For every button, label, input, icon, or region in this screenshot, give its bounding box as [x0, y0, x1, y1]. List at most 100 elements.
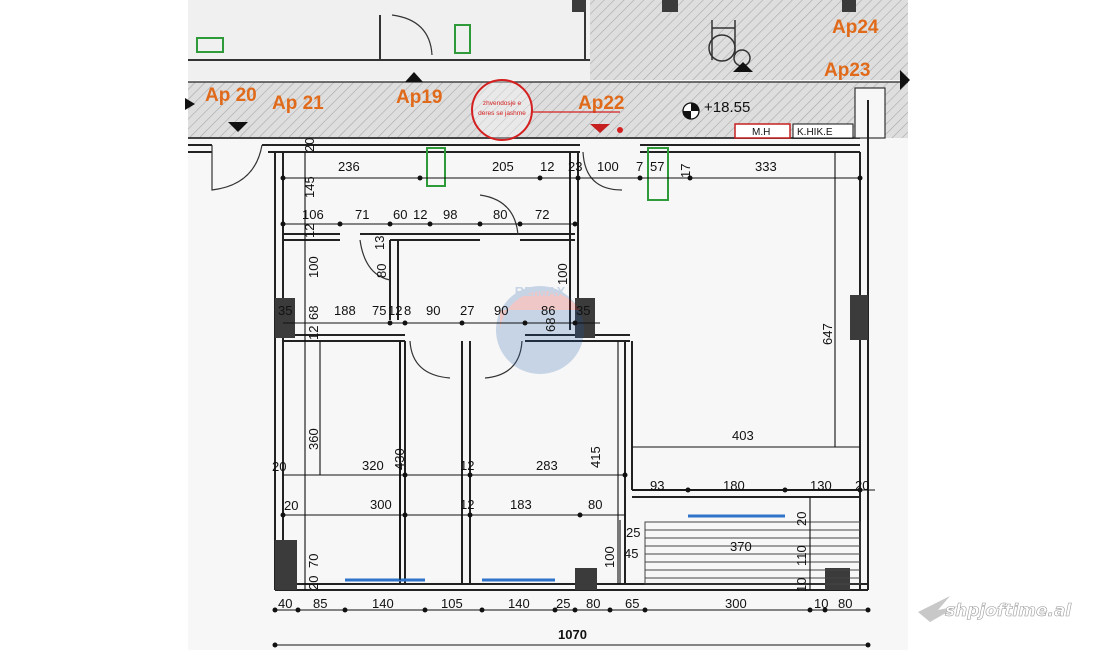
dim-bot-25: 25	[556, 596, 570, 611]
dim-st-10: 10	[794, 578, 809, 592]
dim-bot-10: 10	[814, 596, 828, 611]
dim-st-45: 45	[624, 546, 638, 561]
dim-top-12: 12	[540, 159, 554, 174]
dim-r2-72: 72	[535, 207, 549, 222]
elevation-label: +18.55	[704, 99, 750, 116]
remax-logo: RE/MAX	[496, 284, 584, 374]
dim-mid-403: 403	[732, 428, 754, 443]
bird-logo-icon	[918, 596, 958, 622]
dim-lv-20b: 20	[272, 459, 286, 474]
stamp-line2: deres se jashme	[478, 110, 526, 117]
dim-mid-12: 12	[460, 458, 474, 473]
dim-top-205: 205	[492, 159, 514, 174]
dim-r3-8: 8	[404, 303, 411, 318]
khike-tag-label: K.HIK.E	[797, 127, 833, 138]
shaft	[196, 37, 224, 53]
dim-r3-12: 12	[388, 303, 402, 318]
dim-r3-90: 90	[426, 303, 440, 318]
dimension-ticks	[272, 175, 871, 648]
dim-lv-20d: 20	[306, 576, 321, 590]
dim-r3-90b: 90	[494, 303, 508, 318]
dim-bot-105: 105	[441, 596, 463, 611]
apt-label-ap19: Ap19	[396, 87, 442, 108]
dim-r2-71: 71	[355, 207, 369, 222]
apt-label-ap23: Ap23	[824, 60, 870, 81]
mh-tag-label: M.H	[752, 127, 770, 138]
column	[842, 0, 856, 12]
dim-bot-80: 80	[586, 596, 600, 611]
apt-label-ap22: Ap22	[578, 93, 624, 114]
dim-r3-35: 35	[278, 303, 292, 318]
dim-r2-106: 106	[302, 207, 324, 222]
entry-arrow-icon	[733, 62, 753, 72]
dim-r3-188: 188	[334, 303, 356, 318]
door-swings	[211, 144, 623, 379]
dim-top-333: 333	[755, 159, 777, 174]
dim-st-110: 110	[794, 545, 809, 566]
upper-building	[188, 0, 908, 80]
apt-label-ap20: Ap 20	[205, 85, 257, 106]
dim-r3-27: 27	[460, 303, 474, 318]
dim-total-1070: 1070	[558, 627, 587, 642]
dim-top-100: 100	[597, 159, 619, 174]
windows	[345, 514, 785, 582]
relocation-stamp: zhvendosje e deres se jashme	[471, 79, 623, 141]
dim-bot-140b: 140	[508, 596, 530, 611]
apt-label-ap21: Ap 21	[272, 93, 324, 114]
dim-r3-35b: 35	[576, 303, 590, 318]
dim-r3-75: 75	[372, 303, 386, 318]
dim-cv-13: 13	[372, 236, 387, 250]
dim-st-25: 25	[626, 525, 640, 540]
door-opening	[854, 87, 886, 139]
dim-top-236: 236	[338, 159, 360, 174]
entry-arrow-icon	[228, 122, 248, 132]
dim-r2-98: 98	[443, 207, 457, 222]
dim-bot-300: 300	[725, 596, 747, 611]
dim-top-7: 7	[636, 159, 643, 174]
dim-lv-145: 145	[302, 176, 317, 198]
dim-cv-647: 647	[820, 323, 835, 345]
dim-bot-140: 140	[372, 596, 394, 611]
dim-lv-12b: 12	[306, 326, 321, 340]
dim-low-20: 20	[855, 478, 869, 493]
dim-bot-85: 85	[313, 596, 327, 611]
dim-bot-65: 65	[625, 596, 639, 611]
dim-lv-360: 360	[306, 428, 321, 450]
right-margin	[908, 0, 1100, 650]
shaft-icon	[647, 147, 669, 201]
khike-tag	[792, 123, 854, 139]
dim-lv-68: 68	[306, 306, 321, 320]
dim-lv-12: 12	[302, 224, 317, 238]
dim-bot-80b: 80	[838, 596, 852, 611]
dim-st-370: 370	[730, 539, 752, 554]
dim-low-93: 93	[650, 478, 664, 493]
dim-low-12: 12	[460, 497, 474, 512]
column	[662, 0, 678, 12]
watermark: shpjoftime.al	[918, 596, 1073, 622]
apt-label-ap24: Ap24	[832, 17, 879, 38]
entry-arrow-icon	[405, 72, 423, 82]
dim-lv-20c: 20	[284, 498, 298, 513]
dim-r3-86: 86	[541, 303, 555, 318]
dim-cv-80: 80	[374, 264, 389, 278]
dim-low-180: 180	[723, 478, 745, 493]
dim-low-183: 183	[510, 497, 532, 512]
dim-low-80: 80	[588, 497, 602, 512]
dim-cv-430: 430	[392, 448, 407, 470]
column	[572, 0, 586, 12]
dim-cv-100: 100	[555, 263, 570, 285]
dim-mid-320: 320	[362, 458, 384, 473]
mh-tag	[734, 123, 791, 139]
dim-st-20: 20	[794, 512, 809, 526]
elevation-marker: +18.55	[682, 99, 750, 120]
entry-arrow-icon	[185, 98, 195, 110]
watermark-text: shpjoftime.al	[945, 601, 1072, 621]
entry-arrow-icon	[900, 70, 910, 90]
door-swing	[391, 14, 433, 56]
dim-low-300: 300	[370, 497, 392, 512]
dim-top-17: 17	[678, 164, 693, 178]
dim-lv-70: 70	[306, 554, 321, 568]
dim-st-100: 100	[602, 546, 617, 568]
